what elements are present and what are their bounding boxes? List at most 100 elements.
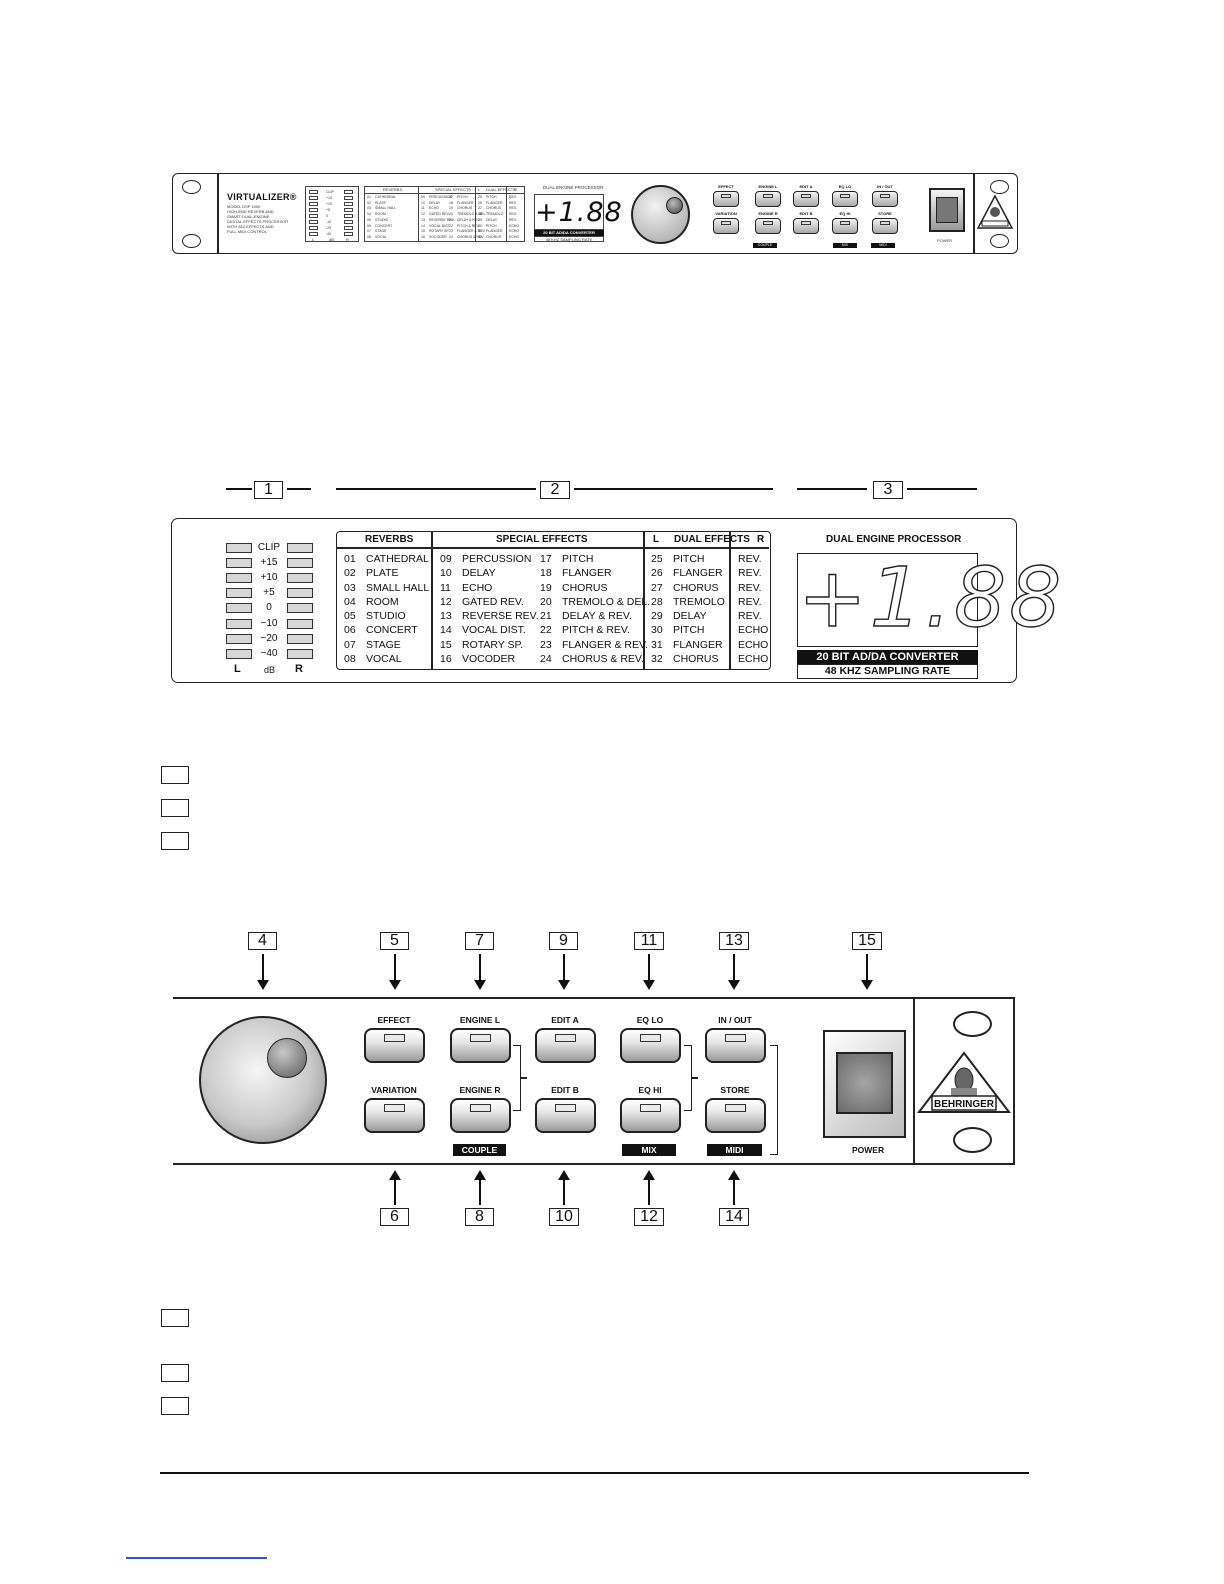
mini-processor-label: DUAL ENGINE PROCESSOR <box>543 185 604 190</box>
meter-led-left <box>226 543 252 553</box>
mini-button[interactable] <box>713 218 739 234</box>
effect-row: ECHO <box>738 652 768 666</box>
control-button[interactable] <box>535 1028 596 1063</box>
model-description: MODEL DSP 1000 HIGH-END REVERB AND SMART… <box>227 204 289 234</box>
mini-list-number: 08 <box>367 234 371 239</box>
mini-button[interactable] <box>793 218 819 234</box>
mini-data-wheel[interactable] <box>631 185 690 244</box>
panel-top-edge <box>173 997 1015 999</box>
callout-2: 2 <box>540 481 570 499</box>
mini-button[interactable] <box>872 218 898 234</box>
mini-button-label: ENGINE R <box>758 211 778 216</box>
effect-row: REV. <box>738 552 768 566</box>
button-label: EQ HI <box>638 1085 662 1095</box>
mini-button-label: ENGINE L <box>758 184 778 189</box>
mini-meter-led-right <box>344 190 353 194</box>
converter-label: 20 BIT AD/DA CONVERTER <box>797 650 978 664</box>
mini-seven-segment-display: +1.88 <box>534 194 622 230</box>
control-button[interactable] <box>620 1098 681 1133</box>
data-wheel[interactable] <box>199 1016 327 1144</box>
effect-number: 16 <box>440 653 452 666</box>
mini-meter-led-left <box>309 202 318 206</box>
callout-arrow <box>733 954 735 980</box>
control-button[interactable] <box>364 1098 425 1133</box>
control-button[interactable] <box>705 1028 766 1063</box>
mini-list-name: PLATE <box>375 200 386 205</box>
effect-number: 27 <box>651 581 663 594</box>
mini-button-label: EDIT A <box>799 184 813 189</box>
mini-button[interactable] <box>755 218 781 234</box>
effect-number: 22 <box>540 624 552 637</box>
page-link-underline[interactable] <box>126 1557 267 1559</box>
meter-led-right <box>287 573 313 584</box>
power-switch[interactable] <box>823 1030 906 1138</box>
effect-name: FLANGER <box>562 567 612 580</box>
mini-button[interactable] <box>832 191 858 207</box>
rack-hole-upper <box>953 1011 992 1037</box>
control-button[interactable] <box>705 1098 766 1133</box>
mini-list-name: DELAY <box>486 217 498 222</box>
mini-midi-bar: MIDI <box>871 243 895 248</box>
mini-list-right: ECHO <box>509 223 520 228</box>
effect-right-type: REV. <box>738 595 762 608</box>
mini-list-number: 12 <box>421 212 425 217</box>
callout-12: 12 <box>634 1208 664 1226</box>
mini-list-right: REV. <box>509 217 517 222</box>
mini-button[interactable] <box>872 191 898 207</box>
effect-name: VOCAL DIST. <box>462 624 526 637</box>
mini-button[interactable] <box>793 191 819 207</box>
control-button[interactable] <box>450 1028 511 1063</box>
mini-meter-led-left <box>309 214 318 218</box>
callout-arrow <box>562 954 565 980</box>
button-label: ENGINE L <box>459 1015 501 1025</box>
control-button[interactable] <box>364 1028 425 1063</box>
mini-list-number: 03 <box>367 206 371 211</box>
mini-list-number: 19 <box>449 206 453 211</box>
callout-arrow <box>393 954 396 980</box>
mini-list-name: DELAY <box>429 200 441 205</box>
mini-converter-bar: 20 BIT AD/DA CONVERTER <box>534 230 604 236</box>
effect-right-type: ECHO <box>738 624 769 637</box>
callout-8: 8 <box>465 1208 494 1226</box>
mini-meter-led-right <box>344 232 353 236</box>
mini-list-number: 31 <box>478 229 482 234</box>
mini-button[interactable] <box>832 218 858 234</box>
mini-list-name: STAGE <box>375 229 387 234</box>
effects-table: REVERBS SPECIAL EFFECTS L DUAL EFFECTS R… <box>336 531 771 670</box>
effect-row: ECHO <box>738 623 768 637</box>
mini-list-name: CHORUS & REV. <box>457 234 485 239</box>
button-led <box>725 1034 746 1042</box>
mini-button-label: IN / OUT <box>877 184 893 189</box>
mini-couple-bar: COUPLE <box>753 243 777 248</box>
effect-name: ECHO <box>462 581 493 594</box>
mini-button[interactable] <box>713 191 739 207</box>
button-label: ENGINE R <box>459 1085 501 1095</box>
mini-list-name: DELAY & REV. <box>457 217 481 222</box>
effect-name: ROTARY SP. <box>462 638 524 651</box>
mini-power-switch[interactable] <box>929 188 965 232</box>
header-dual-right: R <box>757 534 765 545</box>
mini-meter-label: -40 <box>326 231 332 236</box>
control-button[interactable] <box>535 1098 596 1133</box>
mini-list-name: CHORUS <box>486 234 502 239</box>
effect-name: DELAY <box>673 610 707 623</box>
mini-list-name: FLANGER <box>486 229 503 234</box>
control-button[interactable] <box>620 1028 681 1063</box>
meter-scale-label: CLIP <box>257 542 281 553</box>
effect-number: 07 <box>344 638 356 651</box>
effect-name: TREMOLO & DEL. <box>562 595 651 608</box>
mini-list-number: 04 <box>367 212 371 217</box>
mini-button[interactable] <box>755 191 781 207</box>
mini-meter-label: +10 <box>326 201 332 206</box>
mini-list-number: 05 <box>367 217 371 222</box>
callout-arrow <box>393 1180 396 1205</box>
mini-list-name: SMALL HALL <box>375 206 397 211</box>
mini-meter-led-right <box>344 196 353 200</box>
control-button[interactable] <box>450 1098 511 1133</box>
